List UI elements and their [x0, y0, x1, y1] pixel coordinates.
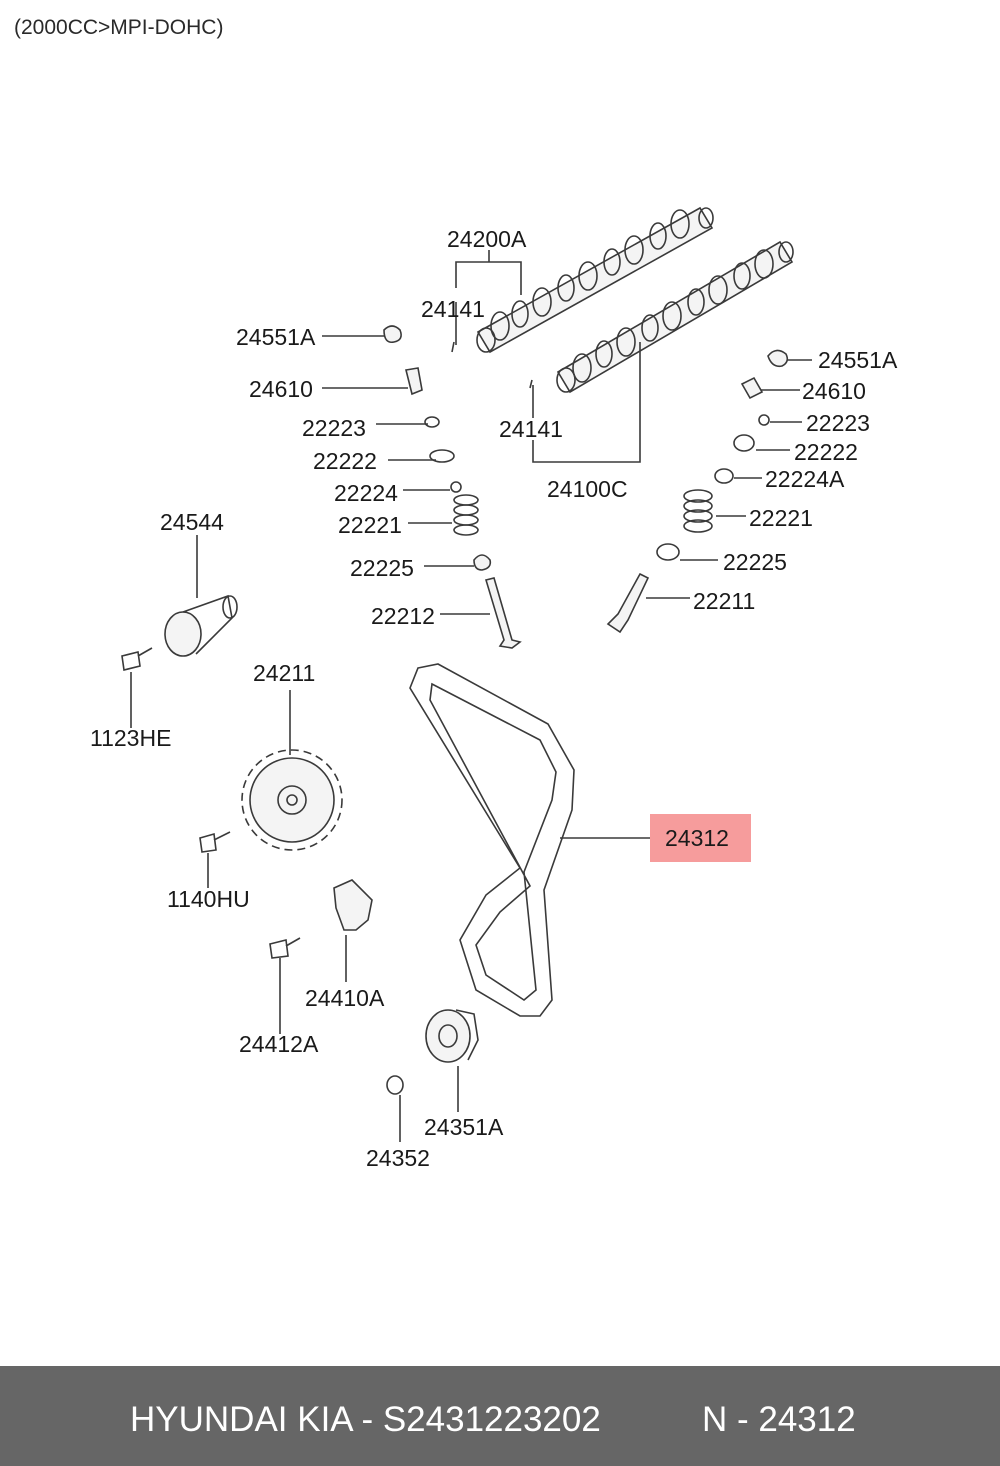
label-22223-right[interactable]: 22223: [806, 410, 870, 436]
label-24141-upper[interactable]: 24141: [421, 296, 485, 322]
label-24211[interactable]: 24211: [253, 660, 316, 686]
label-24544[interactable]: 24544: [160, 509, 224, 535]
diagram-subtitle: (2000CC>MPI-DOHC): [14, 16, 224, 39]
label-24610-right[interactable]: 24610: [802, 378, 866, 404]
label-24551A-right[interactable]: 24551A: [818, 347, 898, 373]
label-24410A[interactable]: 24410A: [305, 985, 385, 1011]
camshaft-upper-icon: [476, 206, 714, 354]
label-1140HU[interactable]: 1140HU: [167, 886, 250, 912]
highlight-24312: [650, 814, 751, 862]
footer-part-number: HYUNDAI KIA - S2431223202: [130, 1400, 601, 1439]
label-24610-left[interactable]: 24610: [249, 376, 313, 402]
label-24100C[interactable]: 24100C: [547, 476, 628, 502]
label-24351A[interactable]: 24351A: [424, 1114, 504, 1140]
label-22221-left[interactable]: 22221: [338, 512, 402, 538]
label-22224-left[interactable]: 22224: [334, 480, 398, 506]
label-24141-lower[interactable]: 24141: [499, 416, 563, 442]
label-24551A-left[interactable]: 24551A: [236, 324, 316, 350]
valve-spring-left-icon: [453, 494, 479, 536]
label-24200A[interactable]: 24200A: [447, 226, 527, 252]
label-22222-left[interactable]: 22222: [313, 448, 377, 474]
label-24352[interactable]: 24352: [366, 1145, 430, 1171]
label-24412A[interactable]: 24412A: [239, 1031, 319, 1057]
label-22221-right[interactable]: 22221: [749, 505, 813, 531]
label-1123HE[interactable]: 1123HE: [90, 725, 172, 751]
valve-spring-right-icon: [683, 489, 713, 533]
cam-sprocket-icon: [241, 749, 343, 851]
label-22211[interactable]: 22211: [693, 588, 756, 614]
exploded-parts-diagram: [121, 206, 812, 1142]
footer-bar: [0, 1366, 1000, 1466]
label-22222-right[interactable]: 22222: [794, 439, 858, 465]
camshaft-lower-icon: [556, 240, 794, 394]
label-24312[interactable]: 24312: [665, 825, 729, 851]
label-22225-right[interactable]: 22225: [723, 549, 787, 575]
crank-pulley-icon: [425, 1009, 479, 1063]
label-22212[interactable]: 22212: [371, 603, 435, 629]
label-22223-left[interactable]: 22223: [302, 415, 366, 441]
label-22224A[interactable]: 22224A: [765, 466, 845, 492]
timing-belt-icon: [409, 663, 575, 1017]
tensioner-sleeve-icon: [164, 594, 238, 657]
label-22225-left[interactable]: 22225: [350, 555, 414, 581]
footer-reference: N - 24312: [702, 1400, 856, 1439]
